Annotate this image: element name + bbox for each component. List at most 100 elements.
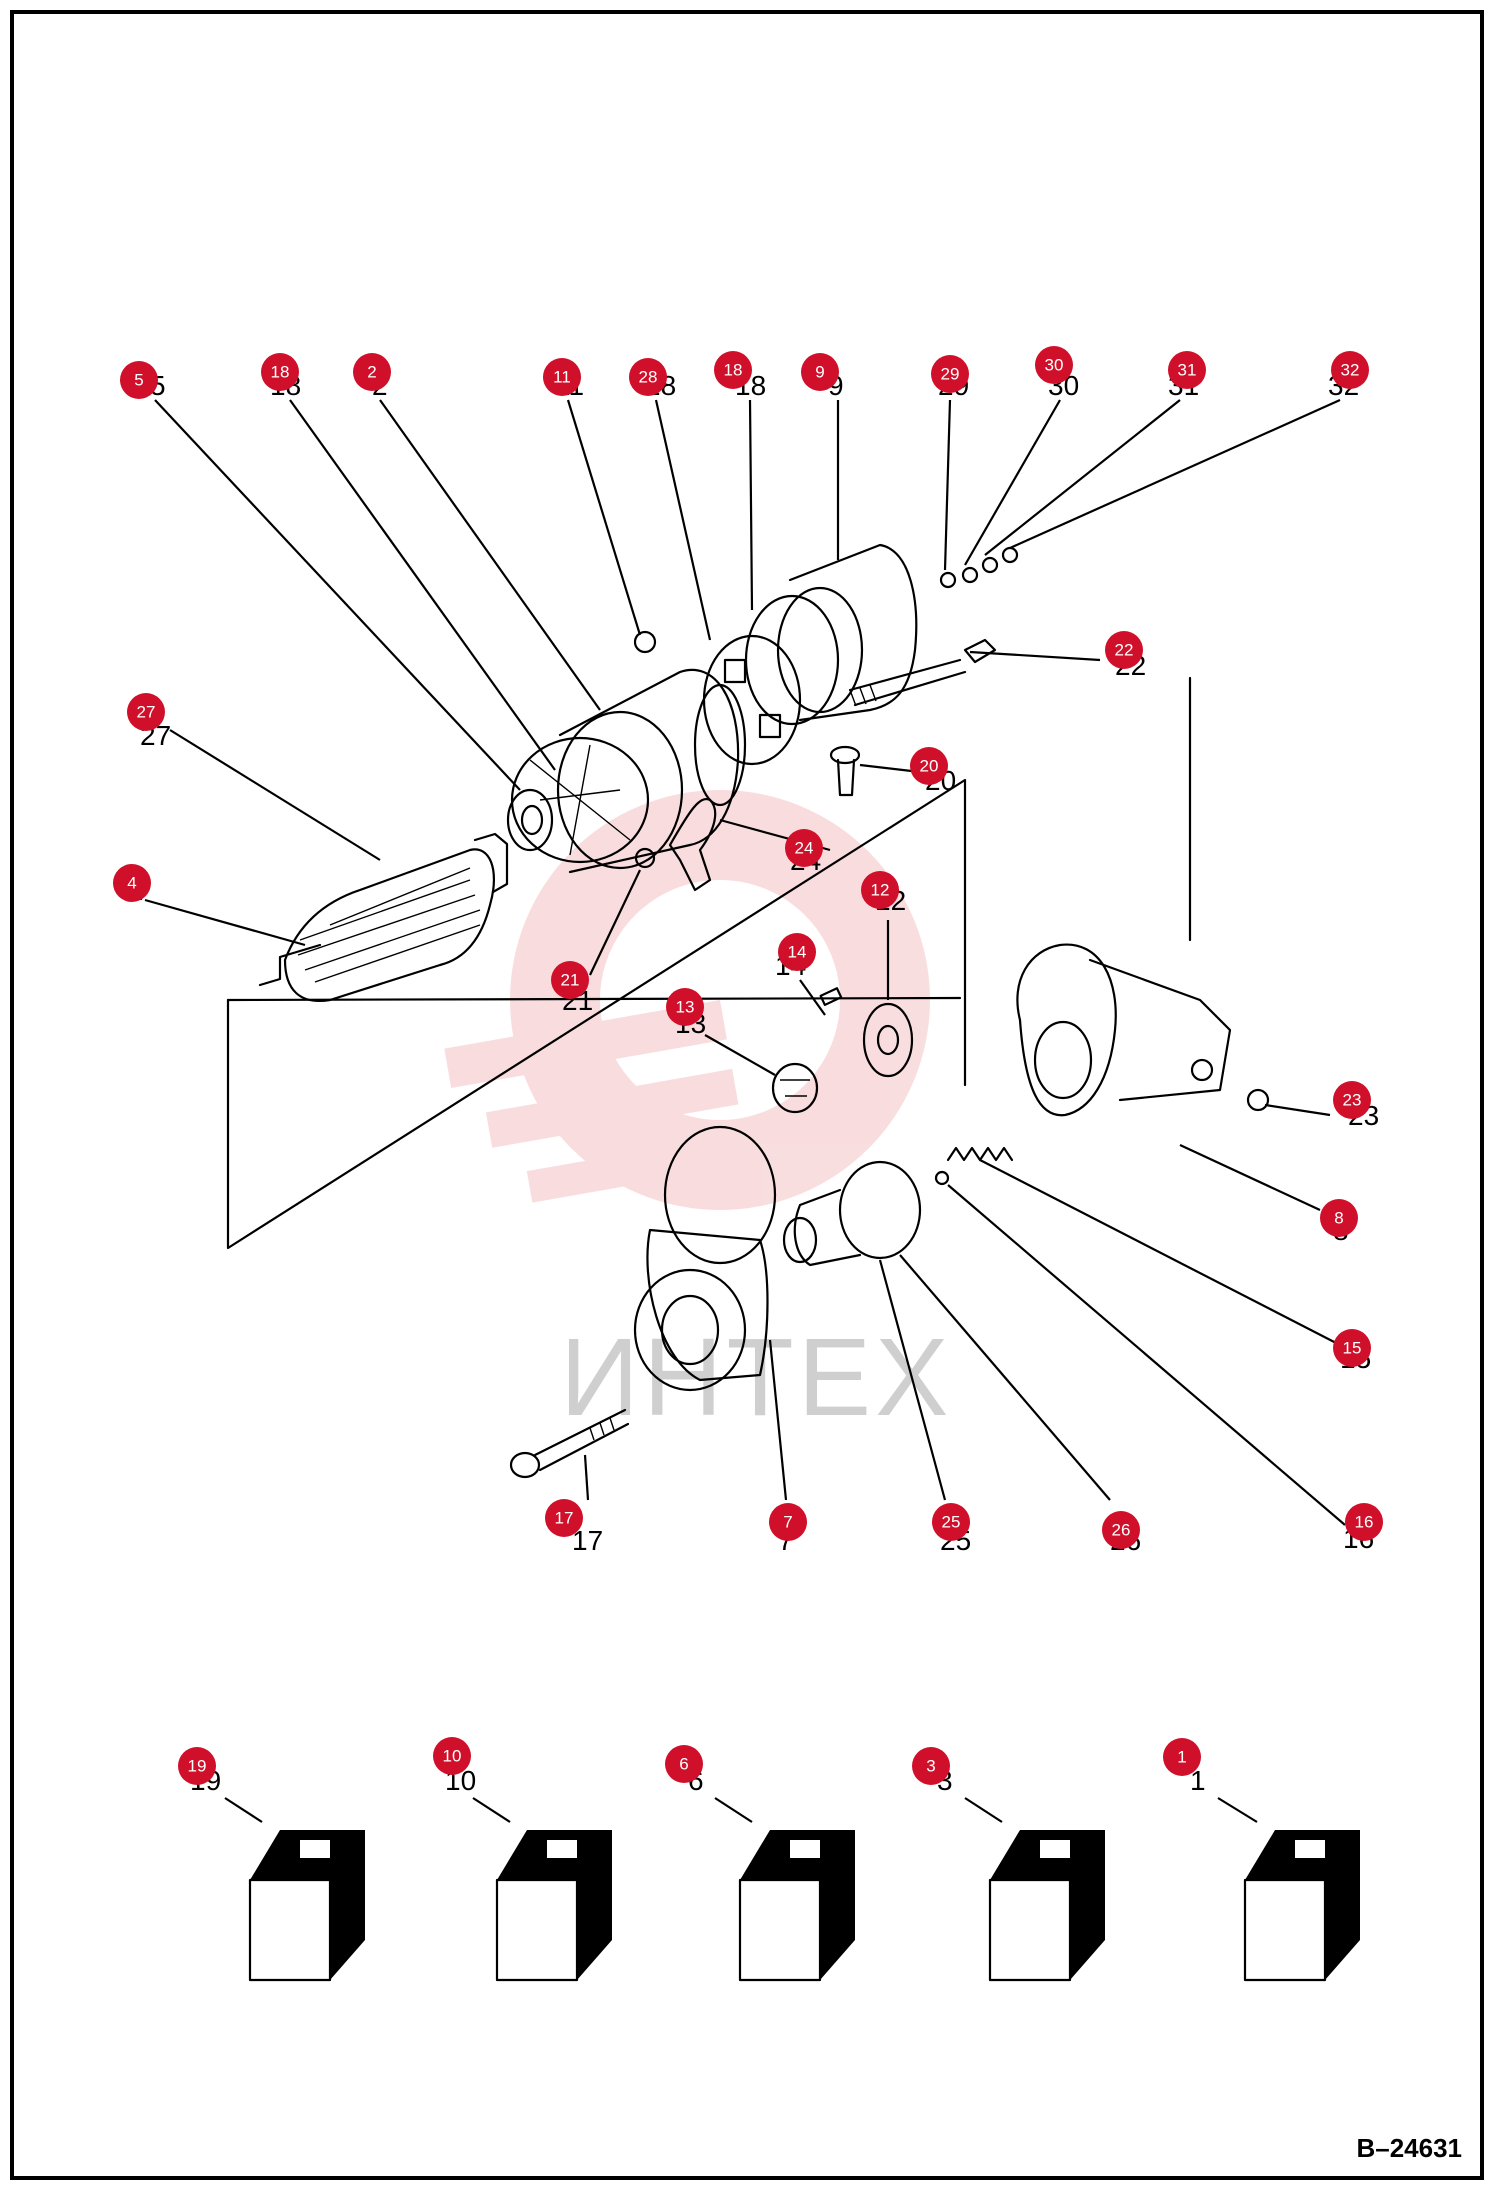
drawing-number: B–24631	[1356, 2133, 1462, 2163]
callout-21[interactable]: 21	[551, 961, 589, 999]
spring-part	[946, 1146, 1014, 1162]
callout-20[interactable]: 20	[910, 747, 948, 785]
callout-28[interactable]: 28	[629, 358, 667, 396]
callout-18b[interactable]: 18	[714, 351, 752, 389]
callout-5[interactable]: 5	[120, 361, 158, 399]
brush-block-19	[248, 1830, 365, 1982]
svg-text:19: 19	[188, 1757, 207, 1776]
svg-text:23: 23	[1343, 1091, 1362, 1110]
armature-part	[258, 832, 509, 1003]
callout-2[interactable]: 2	[353, 353, 391, 391]
svg-text:8: 8	[1334, 1209, 1343, 1228]
svg-text:1: 1	[1177, 1748, 1186, 1767]
leader-lines	[144, 398, 1346, 1823]
brush-block-3	[988, 1830, 1105, 1982]
callout-18a[interactable]: 18	[261, 353, 299, 391]
solenoid-part	[1016, 943, 1270, 1117]
callout-25[interactable]: 25	[932, 1503, 970, 1541]
svg-text:6: 6	[679, 1755, 688, 1774]
svg-text:30: 30	[1045, 356, 1064, 375]
drive-housing-part	[633, 1125, 777, 1392]
svg-text:32: 32	[1341, 361, 1360, 380]
bearing-part	[506, 788, 554, 852]
callout-1[interactable]: 1	[1163, 1738, 1201, 1776]
callout-19[interactable]: 19	[178, 1747, 216, 1785]
gear-part	[862, 1002, 914, 1078]
callout-8[interactable]: 8	[1320, 1199, 1358, 1237]
svg-text:28: 28	[639, 368, 658, 387]
ball-part	[934, 1170, 950, 1186]
callout-7[interactable]: 7	[769, 1503, 807, 1541]
callout-badges: 5 18 2 11 28 18 9 29 30 31 32 22 27 20 2…	[113, 346, 1383, 1785]
svg-text:12: 12	[871, 881, 890, 900]
pin-part	[819, 987, 843, 1007]
ref-1: 1	[1190, 1765, 1206, 1796]
svg-text:16: 16	[1355, 1513, 1374, 1532]
svg-text:14: 14	[788, 943, 807, 962]
callout-22[interactable]: 22	[1105, 631, 1143, 669]
svg-text:11: 11	[553, 368, 571, 387]
svg-text:7: 7	[783, 1513, 792, 1532]
end-cover-part	[510, 736, 650, 864]
svg-text:9: 9	[815, 363, 824, 382]
brush-block-6	[738, 1830, 855, 1982]
svg-text:2: 2	[367, 363, 376, 382]
callout-12[interactable]: 12	[861, 871, 899, 909]
svg-text:18: 18	[724, 361, 743, 380]
nut-part	[633, 630, 657, 654]
callout-13[interactable]: 13	[666, 988, 704, 1026]
callout-16[interactable]: 16	[1345, 1503, 1383, 1541]
callout-11[interactable]: 11	[543, 358, 581, 396]
svg-text:29: 29	[941, 365, 960, 384]
nut-21-part	[634, 847, 656, 869]
o-ring-part	[744, 594, 840, 726]
callout-6[interactable]: 6	[665, 1745, 703, 1783]
callout-30[interactable]: 30	[1035, 346, 1073, 384]
svg-text:20: 20	[920, 757, 939, 776]
callout-3[interactable]: 3	[912, 1747, 950, 1785]
terminal-hardware-part	[939, 546, 1019, 589]
svg-text:21: 21	[561, 971, 580, 990]
svg-text:17: 17	[555, 1509, 574, 1528]
callout-23[interactable]: 23	[1333, 1081, 1371, 1119]
brush-holder-part	[702, 634, 802, 766]
callout-31[interactable]: 31	[1168, 351, 1206, 389]
callout-4[interactable]: 4	[113, 864, 151, 902]
callout-29[interactable]: 29	[931, 355, 969, 393]
through-bolt-part	[848, 638, 997, 707]
screw-part	[829, 745, 861, 797]
svg-text:18: 18	[271, 363, 290, 382]
brush-block-1	[1243, 1830, 1360, 1982]
svg-text:3: 3	[926, 1757, 935, 1776]
svg-text:24: 24	[795, 839, 814, 858]
svg-text:25: 25	[942, 1513, 961, 1532]
callout-15[interactable]: 15	[1333, 1329, 1371, 1367]
brush-block-10	[495, 1830, 612, 1982]
callout-10[interactable]: 10	[433, 1737, 471, 1775]
pinion-part	[782, 1160, 922, 1267]
clutch-part	[771, 1062, 819, 1114]
bolt-part	[509, 1408, 630, 1479]
callout-9[interactable]: 9	[801, 353, 839, 391]
svg-text:31: 31	[1178, 361, 1197, 380]
svg-text:4: 4	[127, 874, 136, 893]
svg-text:22: 22	[1115, 641, 1134, 660]
assembly-bracket-left	[226, 778, 967, 1250]
callout-27[interactable]: 27	[127, 693, 165, 731]
watermark-text: ИНТЕХ	[560, 1316, 952, 1439]
rear-cover-part	[776, 543, 918, 722]
lever-part	[668, 797, 717, 892]
svg-text:10: 10	[443, 1747, 462, 1766]
svg-text:15: 15	[1343, 1339, 1362, 1358]
callout-14[interactable]: 14	[778, 933, 816, 971]
drawing-frame	[10, 10, 1484, 2180]
svg-text:5: 5	[134, 371, 143, 390]
callout-24[interactable]: 24	[785, 829, 823, 867]
callout-17[interactable]: 17	[545, 1499, 583, 1537]
svg-text:26: 26	[1112, 1521, 1131, 1540]
svg-text:13: 13	[676, 998, 695, 1017]
svg-text:27: 27	[137, 703, 156, 722]
callout-32[interactable]: 32	[1331, 351, 1369, 389]
callout-26[interactable]: 26	[1102, 1511, 1140, 1549]
